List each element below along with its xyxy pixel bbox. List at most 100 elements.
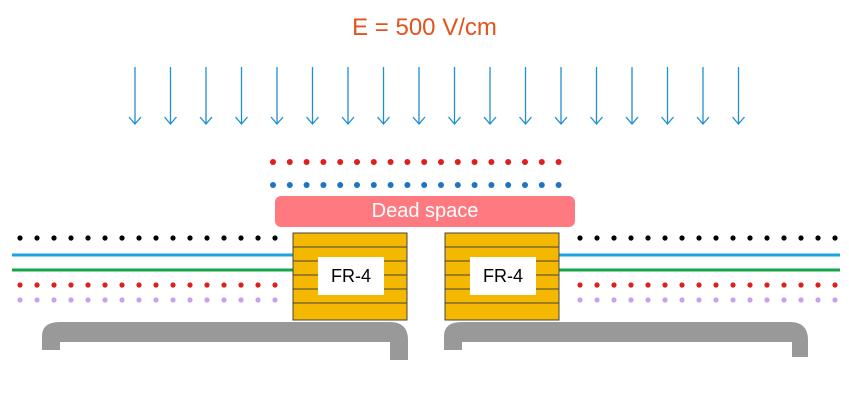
- lilac-dot: [34, 297, 40, 303]
- lilac-dot: [17, 297, 23, 303]
- red-dot: [764, 282, 770, 288]
- right-lilac-dot-row: [577, 297, 838, 303]
- field-arrow-head: [483, 116, 497, 125]
- right-layer-stack: [557, 235, 840, 303]
- black-dot: [798, 235, 804, 241]
- black-dot: [187, 235, 193, 241]
- black-dot: [170, 235, 176, 241]
- black-dot: [221, 235, 227, 241]
- blue-dot: [354, 182, 360, 188]
- red-dot: [730, 282, 736, 288]
- blue-dot: [538, 182, 545, 188]
- black-dot: [781, 235, 787, 241]
- black-dot: [204, 235, 210, 241]
- red-dot: [747, 282, 753, 288]
- field-arrow-head: [199, 116, 213, 125]
- right-red-dot-row: [577, 282, 838, 288]
- black-dot: [68, 235, 74, 241]
- blue-dot: [454, 182, 461, 188]
- red-dot: [221, 282, 227, 288]
- electric-field-arrows: [128, 67, 745, 125]
- red-dot: [337, 159, 344, 165]
- red-dot: [170, 282, 176, 288]
- red-dot: [370, 159, 377, 165]
- red-dot: [153, 282, 159, 288]
- blue-dot: [404, 182, 411, 188]
- black-dot: [628, 235, 634, 241]
- lilac-dot: [153, 297, 159, 303]
- red-dot: [286, 159, 293, 165]
- black-dot: [696, 235, 702, 241]
- field-arrow-head: [306, 116, 319, 125]
- red-dot: [136, 282, 142, 288]
- black-dot: [662, 235, 668, 241]
- field-arrow-head: [590, 116, 603, 125]
- fr4-block-left: [292, 232, 408, 321]
- lilac-dot: [119, 297, 125, 303]
- red-dot: [404, 159, 411, 165]
- field-arrow-head: [341, 116, 355, 125]
- red-dot: [34, 282, 40, 288]
- field-arrow-head: [519, 116, 532, 125]
- fr4-block-right: [444, 232, 560, 321]
- black-dot: [730, 235, 736, 241]
- red-dot: [85, 282, 91, 288]
- red-dot: [611, 282, 617, 288]
- red-dot: [421, 159, 428, 165]
- lilac-dot: [815, 297, 821, 303]
- lilac-dot: [221, 297, 227, 303]
- black-dot: [594, 235, 600, 241]
- lilac-dot: [594, 297, 600, 303]
- red-dot: [781, 282, 787, 288]
- black-dot: [102, 235, 108, 241]
- red-dot: [51, 282, 57, 288]
- lilac-dot: [51, 297, 57, 303]
- red-dot: [815, 282, 821, 288]
- field-arrow-head: [554, 116, 568, 125]
- field-arrow-head: [448, 116, 461, 125]
- field-arrow-head: [235, 116, 248, 125]
- red-dot: [17, 282, 23, 288]
- lilac-dot: [832, 297, 838, 303]
- dead-space-bar: [275, 196, 575, 227]
- red-dot: [555, 159, 562, 165]
- red-dot: [270, 159, 276, 165]
- red-dot: [505, 159, 512, 165]
- lilac-dot: [204, 297, 210, 303]
- black-dot: [679, 235, 685, 241]
- red-dot: [438, 159, 444, 165]
- lilac-dot: [679, 297, 685, 303]
- field-arrow-head: [164, 116, 177, 125]
- blue-dot: [505, 182, 512, 188]
- black-dot: [747, 235, 753, 241]
- blue-dot: [421, 182, 428, 188]
- left-lilac-dot-row: [17, 297, 278, 303]
- field-strength-label: E = 500 V/cm: [352, 14, 497, 41]
- black-dot: [85, 235, 91, 241]
- black-dot: [17, 235, 23, 241]
- red-dot: [187, 282, 193, 288]
- red-dot: [68, 282, 74, 288]
- black-dot: [577, 235, 583, 241]
- blue-dot: [303, 182, 310, 188]
- black-dot: [153, 235, 159, 241]
- red-dot: [204, 282, 210, 288]
- blue-dot: [337, 182, 344, 188]
- red-dot: [320, 159, 327, 165]
- lilac-dot: [85, 297, 91, 303]
- field-arrow-head: [412, 116, 426, 125]
- red-dot: [471, 159, 478, 165]
- left-layer-stack: [12, 235, 295, 303]
- black-dot: [611, 235, 617, 241]
- lilac-dot: [628, 297, 634, 303]
- blue-dot: [387, 182, 394, 188]
- red-dot: [522, 159, 528, 165]
- black-dot: [136, 235, 142, 241]
- red-dot: [538, 159, 545, 165]
- lilac-dot: [68, 297, 74, 303]
- red-dot: [354, 159, 360, 165]
- black-dot: [645, 235, 651, 241]
- lilac-dot: [781, 297, 787, 303]
- blue-dot: [320, 182, 327, 188]
